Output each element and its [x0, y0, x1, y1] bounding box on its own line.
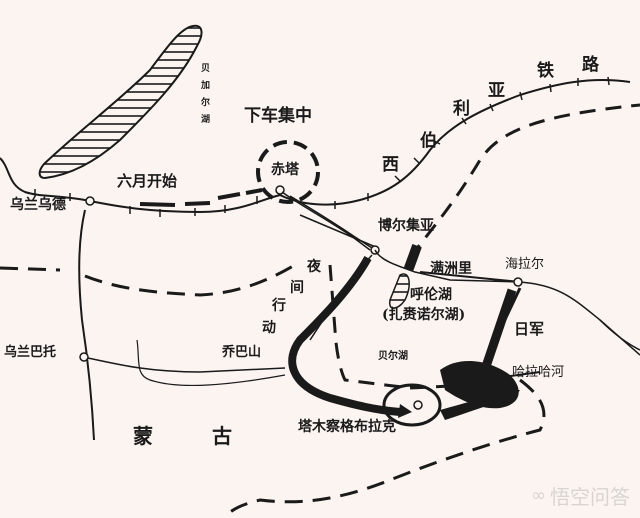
hulun-lake-shape [389, 273, 410, 309]
label-hulun-lake: 呼伦湖 [410, 287, 452, 303]
ulan-ude-city-marker [85, 196, 95, 206]
watermark: ∞ 悟空问答 [531, 481, 630, 510]
label-japanese-army: 日军 [514, 320, 545, 338]
label-june-start: 六月开始 [117, 172, 178, 190]
tamsag-bulag-circle [382, 383, 442, 427]
label-choibalsan: 乔巴山 [222, 345, 262, 360]
label-railway-5: 铁 [537, 61, 554, 81]
label-railway-3: 利 [453, 99, 470, 119]
label-tamsag-bulag: 塔木察格布拉克 [298, 419, 396, 435]
railway-ticks [34, 76, 610, 217]
label-regroup: 下车集中 [244, 106, 312, 126]
june-advance-dashes [139, 188, 263, 207]
label-railway-2: 伯 [420, 131, 437, 151]
soviet-advance-arrow [288, 256, 401, 416]
label-manzhouli: 满洲里 [430, 261, 472, 277]
chita-concentration-circle [256, 140, 320, 204]
label-khalkhin-gol: 哈拉哈河 [512, 365, 565, 380]
label-railway-4: 亚 [488, 81, 505, 101]
label-night-4: 动 [262, 320, 276, 336]
watermark-text: 悟空问答 [550, 485, 630, 509]
lake-baikal-shape [38, 24, 203, 180]
label-ulan-bator: 乌兰巴托 [4, 345, 57, 360]
wukong-logo-icon: ∞ [531, 485, 546, 506]
border-dash-dot [0, 103, 640, 518]
label-ulan-ude: 乌兰乌德 [10, 197, 66, 213]
label-borzya: 博尔集亚 [378, 218, 434, 234]
label-hailar: 海拉尔 [505, 257, 545, 272]
label-mongolia-1: 蒙 [133, 424, 153, 448]
label-chita: 赤塔 [271, 162, 299, 178]
battle-zone [440, 360, 520, 420]
label-railway-6: 路 [582, 55, 599, 75]
label-night-2: 间 [290, 280, 304, 296]
trans-siberian-railway [0, 78, 631, 214]
hailar-city-marker [513, 277, 523, 287]
label-mongolia-2: 古 [212, 424, 232, 448]
label-buir-lake: 贝尔湖 [378, 351, 408, 362]
label-night-3: 行 [272, 298, 286, 314]
label-railway-1: 西 [382, 155, 399, 175]
label-lake-baikal: 贝加尔湖 [199, 63, 209, 131]
label-hulun-lake-alt: (扎赉诺尔湖) [382, 307, 466, 323]
ulan-bator-city-marker [79, 352, 89, 362]
label-night-1: 夜 [307, 259, 321, 275]
